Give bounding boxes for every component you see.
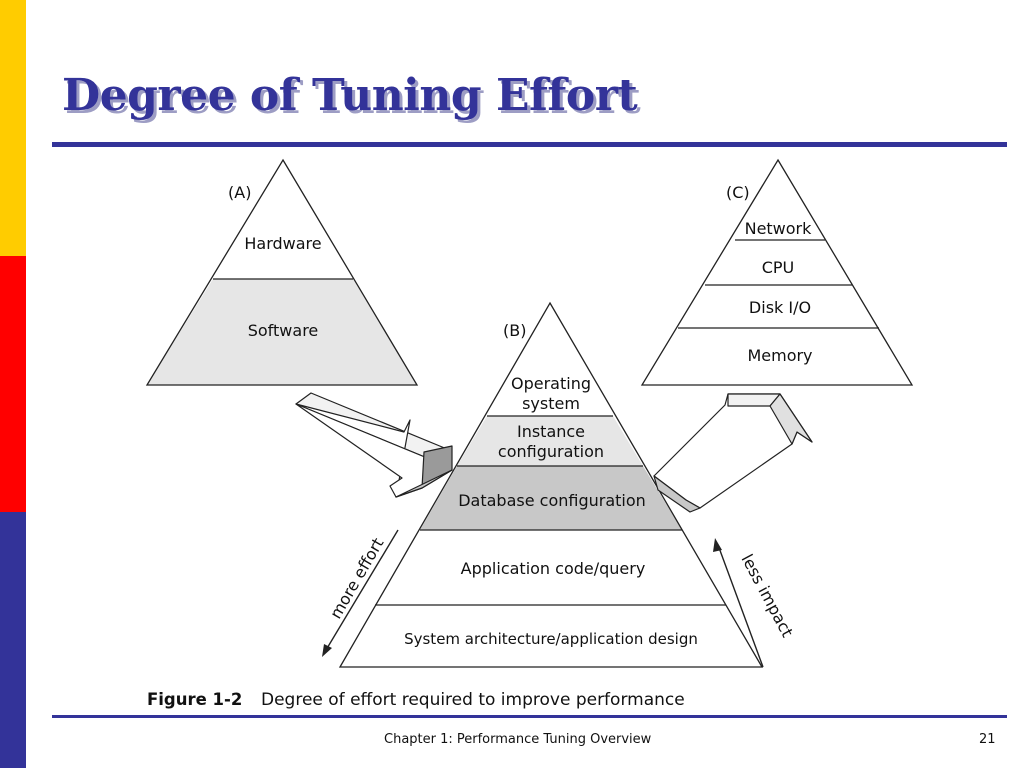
more-effort-arrow: more effort	[322, 529, 399, 657]
arrow-a-to-b	[295, 392, 453, 498]
pyramid-b-database-layer	[420, 466, 682, 530]
arrow-c-head-side	[769, 393, 813, 445]
side-bar-yellow	[0, 0, 26, 256]
less-impact-arrowhead	[713, 538, 722, 552]
pyramid-b-database-configuration: Database configuration	[458, 491, 646, 510]
title-rule	[52, 142, 1007, 147]
pyramid-a-software-layer	[147, 279, 417, 385]
pyramid-c-memory: Memory	[747, 346, 812, 365]
more-effort-label: more effort	[326, 535, 387, 622]
pyramid-a-hardware: Hardware	[244, 234, 321, 253]
pyramid-c-outline	[640, 158, 914, 386]
pyramid-b-system: system	[522, 394, 580, 413]
pyramid-a-label: (A)	[228, 183, 251, 202]
footer-rule	[52, 715, 1007, 718]
arrow-a-head-shade	[395, 469, 453, 498]
figure-number: Figure 1-2	[147, 690, 242, 709]
pyramid-a: (A) Hardware Software	[145, 158, 419, 386]
side-bar-blue	[0, 512, 26, 768]
arrow-c-bottom-face	[653, 475, 701, 513]
pyramid-a-outline	[145, 158, 419, 386]
pyramid-c-network: Network	[745, 219, 813, 238]
less-impact-arrow-line	[717, 544, 764, 668]
pyramid-b-configuration: configuration	[498, 442, 604, 461]
pyramid-b-label: (B)	[503, 321, 526, 340]
pyramid-c: (C) Network CPU Disk I/O Memory	[640, 158, 914, 386]
less-impact-label: less impact	[737, 551, 797, 640]
arrow-b-to-c	[653, 393, 813, 513]
pyramid-b-application-code: Application code/query	[461, 559, 646, 578]
pyramid-b-instance: Instance	[517, 422, 585, 441]
pyramid-b: (B) Operating system Instance configurat…	[338, 301, 764, 668]
pyramid-c-cpu: CPU	[762, 258, 795, 277]
pyramid-b-instance-layer	[457, 416, 643, 466]
more-effort-arrowhead	[322, 644, 332, 657]
pyramid-c-disk-io: Disk I/O	[749, 298, 811, 317]
pyramid-b-operating: Operating	[511, 374, 591, 393]
less-impact-arrow: less impact	[713, 538, 797, 668]
figure-caption: Degree of effort required to improve per…	[261, 690, 685, 710]
pyramid-a-software: Software	[248, 321, 319, 340]
pyramid-b-system-architecture: System architecture/application design	[404, 630, 698, 648]
more-effort-arrow-line	[325, 529, 399, 651]
slide-title: Degree of Tuning Effort	[62, 70, 638, 121]
pyramid-c-label: (C)	[726, 183, 750, 202]
page-number: 21	[979, 732, 996, 747]
side-bar-red	[0, 256, 26, 512]
footer-chapter: Chapter 1: Performance Tuning Overview	[384, 732, 652, 747]
